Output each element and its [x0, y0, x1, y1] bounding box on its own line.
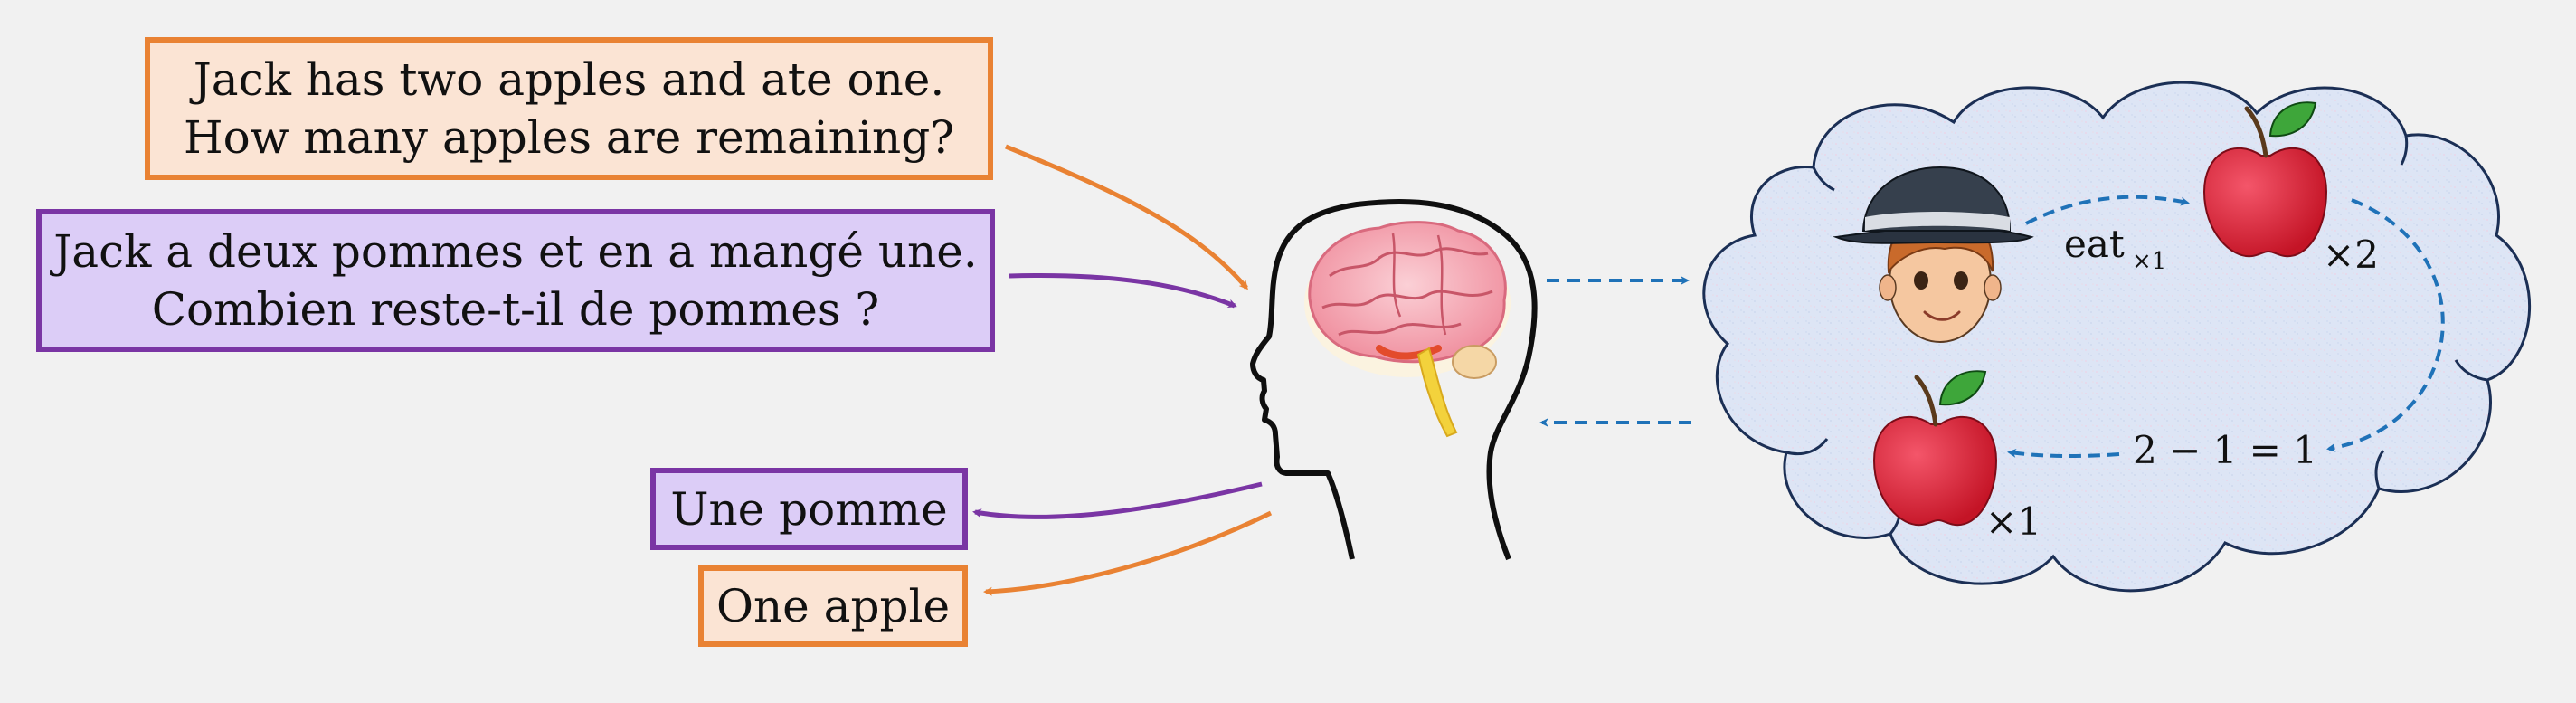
thought-cloud — [1702, 81, 2532, 593]
english-question-line-2: How many apples are remaining? — [183, 111, 955, 164]
apple-bottom-icon — [1872, 370, 1998, 527]
french-question-line-1: Jack a deux pommes et en a mangé une. — [53, 225, 978, 278]
english-answer-box: One apple — [698, 565, 968, 647]
apples-start-count: ×2 — [2323, 233, 2379, 277]
brain-icon — [1304, 221, 1511, 438]
subtract-arrow-left — [2007, 448, 2120, 459]
eat-subscript: ×1 — [2132, 248, 2166, 275]
french-answer-box: Une pomme — [650, 468, 968, 550]
apple-top-icon — [2202, 101, 2328, 258]
apples-end-count: ×1 — [1985, 499, 2041, 544]
boy-face-icon — [1833, 166, 2034, 343]
french-output-arrow — [972, 481, 1263, 519]
french-input-arrow — [1009, 272, 1237, 309]
english-question-box: Jack has two apples and ate one. How man… — [145, 37, 993, 180]
french-question-box: Jack a deux pommes et en a mangé une. Co… — [36, 209, 995, 352]
eat-label: eat — [2064, 222, 2125, 266]
head-icon — [1250, 199, 1538, 561]
french-question-line-2: Combien reste-t-il de pommes ? — [151, 283, 880, 336]
equation-label: 2 − 1 = 1 — [2133, 428, 2317, 472]
english-input-arrow — [1005, 144, 1248, 290]
subtract-arrow-down — [2326, 198, 2445, 452]
english-answer-text: One apple — [715, 580, 951, 632]
english-output-arrow — [983, 510, 1273, 596]
english-question-line-1: Jack has two apples and ate one. — [193, 53, 945, 106]
eat-arrow — [2025, 195, 2190, 225]
french-answer-text: Une pomme — [670, 482, 948, 536]
